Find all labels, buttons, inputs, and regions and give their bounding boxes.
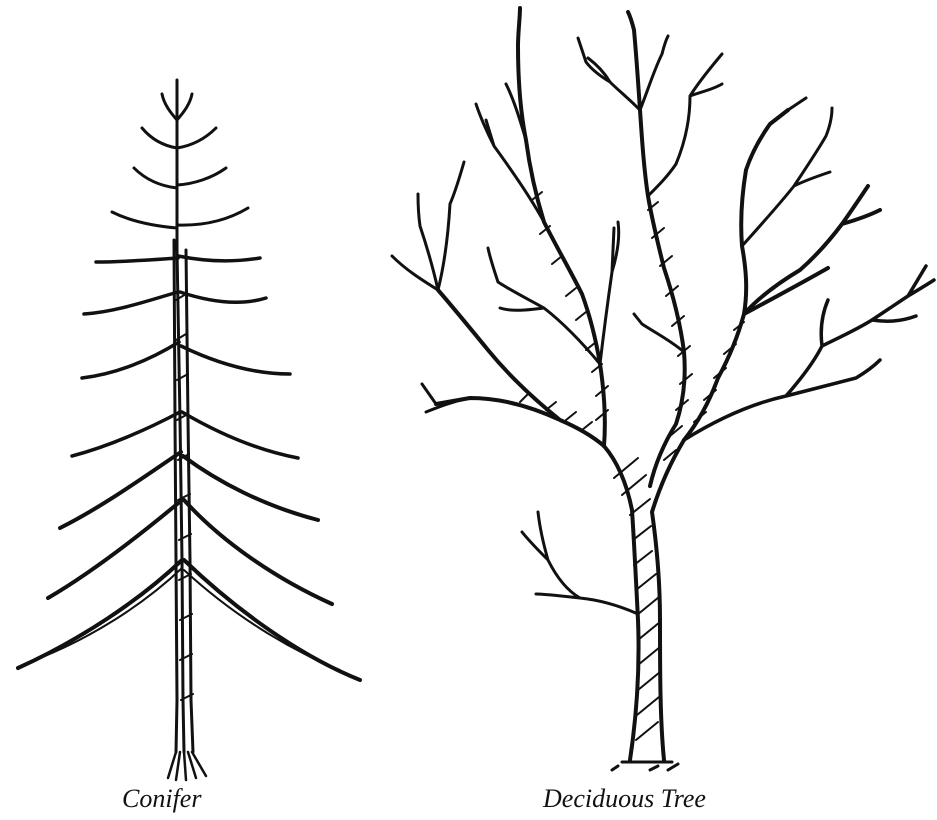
conifer-branch-tier-3 — [112, 208, 248, 228]
deciduous-central-right-twigs — [578, 36, 722, 352]
conifer-branch-tier-2 — [134, 168, 226, 188]
conifer-drawing — [18, 80, 360, 780]
conifer-branch-tier-7 — [72, 412, 298, 458]
deciduous-lower-right-limb — [684, 266, 934, 440]
deciduous-central-left-twigs — [476, 84, 619, 364]
deciduous-left-limb — [436, 290, 604, 446]
deciduous-tree-caption: Deciduous Tree — [543, 784, 706, 814]
deciduous-central-right-stem — [628, 12, 685, 486]
deciduous-drawing — [392, 8, 934, 770]
deciduous-central-left-stem — [518, 8, 605, 446]
conifer-roots — [168, 752, 206, 780]
deciduous-trunk-base — [612, 762, 678, 770]
deciduous-far-left-twigs — [392, 162, 470, 412]
deciduous-left-limb-hatching — [520, 394, 592, 430]
deciduous-upper-right-twigs — [742, 98, 832, 246]
deciduous-lower-branch — [522, 512, 638, 614]
conifer-branch-tier-1 — [142, 128, 216, 148]
deciduous-far-right-limb — [684, 110, 880, 440]
conifer-caption: Conifer — [122, 784, 201, 814]
